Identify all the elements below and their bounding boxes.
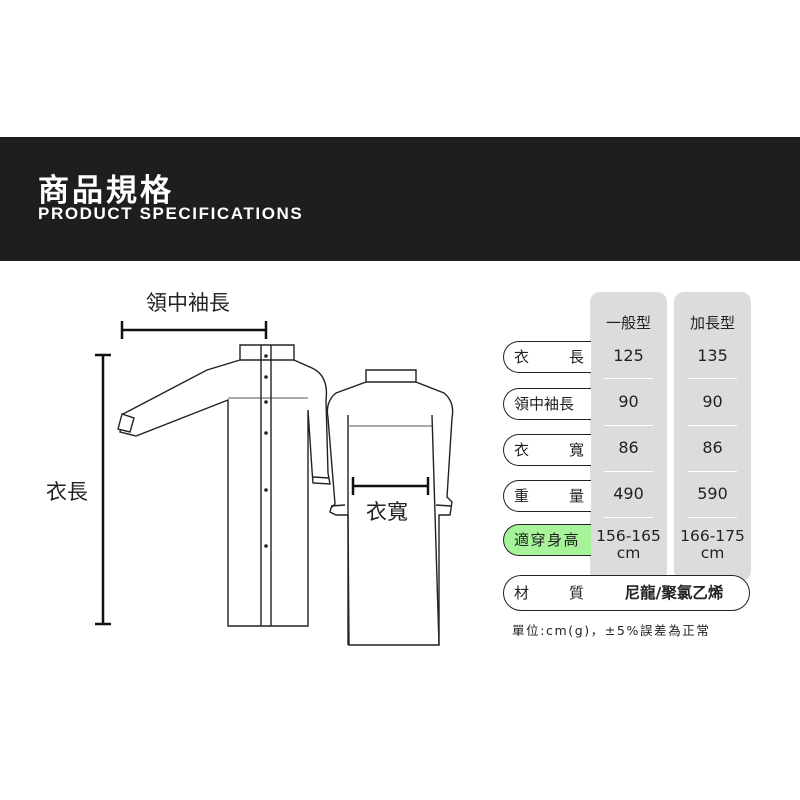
row-pill-length	[503, 341, 591, 373]
value-sleeve-long: 90	[702, 392, 723, 411]
row-label-height-fit: 適穿身高	[514, 531, 581, 549]
column-header-long: 加長型	[689, 314, 735, 332]
page-subtitle: PRODUCT SPECIFICATIONS	[38, 204, 304, 223]
coat-width-label: 衣寬	[366, 500, 408, 524]
material-value: 尼龍/聚氯乙烯	[624, 584, 724, 602]
front-buttons	[264, 354, 268, 548]
row-label-length: 衣長	[514, 341, 584, 373]
value-width-long: 86	[702, 438, 723, 457]
coat-length-label: 衣長	[46, 480, 88, 504]
separator	[688, 517, 737, 518]
separator	[604, 378, 653, 379]
column-long-bg	[674, 292, 751, 581]
header-banner: 商品規格 PRODUCT SPECIFICATIONS	[0, 137, 800, 261]
row-label-weight: 重量	[514, 480, 584, 512]
value-sleeve-standard: 90	[618, 392, 639, 411]
sleeve-length-label: 領中袖長	[146, 291, 230, 315]
column-header-standard: 一般型	[605, 314, 651, 332]
raincoat-back-view	[326, 369, 454, 646]
row-label-width-c2: 寬	[568, 441, 584, 459]
value-length-standard: 125	[613, 346, 644, 365]
separator	[604, 517, 653, 518]
value-length-long: 135	[697, 346, 728, 365]
page-title: 商品規格	[38, 173, 174, 209]
row-label-width: 衣寬	[514, 434, 584, 466]
unit-footnote: 單位:cm(g)，±5%誤差為正常	[512, 623, 711, 638]
row-label-width-c1: 衣	[514, 441, 530, 459]
separator	[688, 378, 737, 379]
material-row	[503, 575, 750, 611]
value-weight-standard: 490	[613, 484, 644, 503]
value-height-standard: 156-165 cm	[596, 527, 661, 562]
separator	[688, 471, 737, 472]
value-width-standard: 86	[618, 438, 639, 457]
separator	[604, 425, 653, 426]
material-label: 材質	[514, 575, 584, 611]
raincoat-front-view	[117, 344, 331, 627]
row-pill-sleeve	[503, 388, 591, 420]
length-dimension-line	[95, 353, 111, 626]
row-label-weight-c2: 量	[568, 487, 584, 505]
value-height-long: 166-175 cm	[680, 527, 745, 562]
material-label-c2: 質	[568, 584, 584, 602]
material-label-c1: 材	[514, 584, 530, 602]
value-weight-long: 590	[697, 484, 728, 503]
row-pill-weight	[503, 480, 591, 512]
sleeve-dimension-line	[120, 321, 268, 339]
row-label-length-c1: 衣	[514, 348, 530, 366]
separator	[688, 425, 737, 426]
separator	[604, 471, 653, 472]
row-label-weight-c1: 重	[514, 487, 530, 505]
row-label-length-c2: 長	[568, 348, 584, 366]
column-standard-bg	[590, 292, 667, 581]
width-dimension-line	[351, 477, 430, 495]
row-pill-height-fit	[503, 524, 591, 556]
row-pill-width	[503, 434, 591, 466]
row-label-sleeve: 領中袖長	[514, 395, 575, 413]
